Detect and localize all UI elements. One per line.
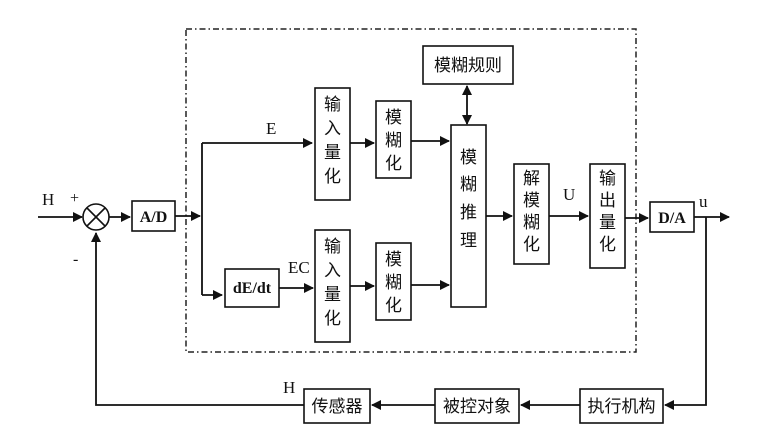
rules-up-arrowhead bbox=[462, 85, 472, 95]
rules-down-arrowhead bbox=[462, 115, 472, 125]
input-quantization-ec-label: 输 入 量 化 bbox=[324, 237, 341, 329]
svg-text:化: 化 bbox=[599, 235, 616, 255]
svg-text:模: 模 bbox=[385, 250, 402, 270]
svg-text:糊: 糊 bbox=[385, 131, 402, 151]
fuzzification-ec-label: 模 糊 化 bbox=[385, 250, 402, 316]
svg-text:模: 模 bbox=[385, 108, 402, 128]
fuzzification-ec-block bbox=[375, 242, 412, 321]
summing-junction bbox=[82, 203, 110, 231]
fuzzy-inference-label: 模 糊 推 理 bbox=[460, 148, 477, 251]
input-quantization-e-label: 输 入 量 化 bbox=[324, 95, 341, 187]
svg-text:输: 输 bbox=[324, 95, 341, 115]
fuzzification-e-label: 模 糊 化 bbox=[385, 108, 402, 174]
svg-text:输: 输 bbox=[599, 169, 616, 189]
minus-sign: - bbox=[73, 251, 78, 268]
input-quantization-e-block bbox=[314, 87, 351, 201]
output-signal-label-u: u bbox=[699, 192, 708, 211]
derivative-block bbox=[224, 268, 280, 308]
svg-text:糊: 糊 bbox=[523, 213, 540, 233]
da-converter-label: D/A bbox=[658, 210, 686, 227]
svg-text:出: 出 bbox=[599, 191, 616, 211]
svg-text:模: 模 bbox=[523, 191, 540, 211]
svg-text:理: 理 bbox=[460, 231, 477, 251]
plant-label: 被控对象 bbox=[443, 397, 511, 417]
svg-text:化: 化 bbox=[324, 167, 341, 187]
svg-text:推: 推 bbox=[460, 203, 477, 223]
svg-text:输: 输 bbox=[324, 237, 341, 257]
defuzzification-label: 解 模 糊 化 bbox=[523, 169, 540, 255]
svg-text:入: 入 bbox=[324, 119, 341, 139]
fuzzy-rules-block bbox=[422, 45, 514, 85]
actuator-block bbox=[579, 388, 664, 424]
controller-boundary bbox=[185, 28, 637, 353]
error-label-e: E bbox=[266, 119, 276, 138]
sensor-block bbox=[303, 388, 371, 424]
output-quantization-block bbox=[589, 163, 626, 269]
derivative-label: dE/dt bbox=[233, 280, 272, 297]
svg-text:糊: 糊 bbox=[460, 175, 477, 195]
ad-converter-label: A/D bbox=[140, 209, 168, 226]
output-to-actuator-line bbox=[664, 217, 707, 410]
svg-text:入: 入 bbox=[324, 261, 341, 281]
fuzzy-rules-label: 模糊规则 bbox=[434, 56, 502, 76]
svg-text:模: 模 bbox=[460, 148, 477, 168]
svg-text:解: 解 bbox=[523, 169, 540, 189]
plus-sign: + bbox=[70, 190, 79, 207]
sensor-to-junction-line bbox=[91, 232, 304, 406]
svg-text:量: 量 bbox=[324, 143, 341, 163]
svg-text:糊: 糊 bbox=[385, 273, 402, 293]
output-quantization-label: 输 出 量 化 bbox=[599, 169, 616, 255]
error-rate-label-ec: EC bbox=[288, 258, 310, 277]
svg-text:化: 化 bbox=[523, 235, 540, 255]
input-signal-label: H bbox=[42, 190, 54, 209]
plant-block bbox=[434, 388, 520, 424]
svg-text:化: 化 bbox=[385, 154, 402, 174]
actuator-label: 执行机构 bbox=[588, 397, 656, 417]
fuzzification-e-block bbox=[375, 100, 412, 179]
svg-text:化: 化 bbox=[385, 296, 402, 316]
svg-text:化: 化 bbox=[324, 309, 341, 329]
svg-text:量: 量 bbox=[599, 213, 616, 233]
da-converter-block bbox=[649, 201, 695, 233]
svg-text:量: 量 bbox=[324, 285, 341, 305]
feedback-signal-label: H bbox=[283, 378, 295, 397]
control-signal-label-u-upper: U bbox=[563, 185, 575, 204]
defuzzification-block bbox=[513, 163, 550, 265]
sensor-label: 传感器 bbox=[312, 397, 363, 417]
